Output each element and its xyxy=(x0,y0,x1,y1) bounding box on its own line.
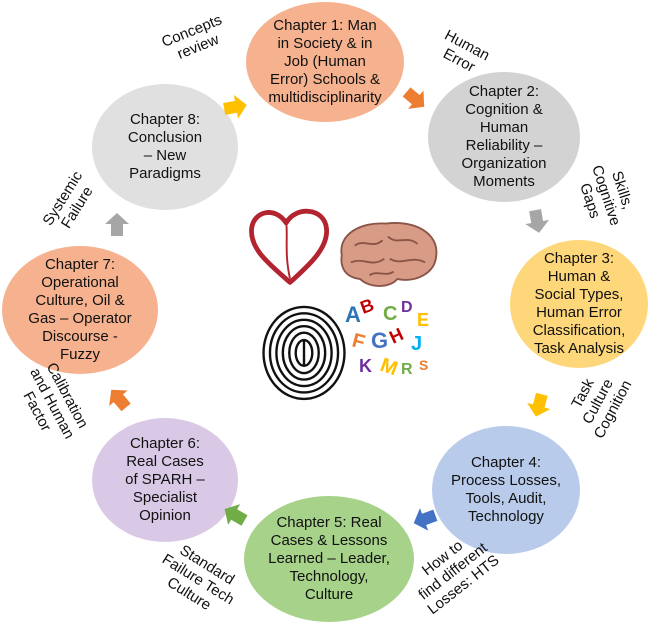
svg-text:S: S xyxy=(419,357,428,373)
svg-text:G: G xyxy=(371,328,388,353)
svg-text:M: M xyxy=(377,354,400,380)
chapter-7-node: Chapter 7: Operational Culture, Oil & Ga… xyxy=(2,246,158,374)
arrow-7-to-8-icon xyxy=(105,213,129,236)
svg-text:F: F xyxy=(350,330,367,354)
chapter-3-text: Chapter 3: Human & Social Types, Human E… xyxy=(532,250,626,357)
letters-icon: A B C D E F G H J K M R S xyxy=(345,295,429,381)
chapter-7-text: Chapter 7: Operational Culture, Oil & Ga… xyxy=(28,256,132,363)
heart-icon xyxy=(249,208,329,285)
svg-text:D: D xyxy=(401,299,413,316)
svg-text:C: C xyxy=(383,303,397,325)
label-systemic-failure: Systemic Failure xyxy=(39,168,97,232)
svg-text:B: B xyxy=(358,295,377,318)
arrow-3-to-4-icon xyxy=(527,392,551,417)
chapter-3-node: Chapter 3: Human & Social Types, Human E… xyxy=(510,240,648,368)
svg-text:J: J xyxy=(411,333,422,355)
arrow-5-to-6-icon xyxy=(224,504,248,526)
arrow-4-to-5-icon xyxy=(413,508,438,531)
chapter-6-node: Chapter 6: Real Cases of SPARH – Special… xyxy=(92,418,238,542)
label-concepts-review: Concepts review xyxy=(159,11,225,63)
chapter-1-node: Chapter 1: Man in Society & in Job (Huma… xyxy=(246,2,404,122)
svg-text:H: H xyxy=(386,324,406,348)
chapter-5-node: Chapter 5: Real Cases & Lessons Learned … xyxy=(244,496,414,622)
label-skills-gaps: Skills, Cognitive Gaps xyxy=(576,163,637,228)
chapter-5-text: Chapter 5: Real Cases & Lessons Learned … xyxy=(268,514,390,603)
chapter-6-text: Chapter 6: Real Cases of SPARH – Special… xyxy=(125,435,205,524)
fingerprint-icon xyxy=(262,305,346,401)
chapter-1-text: Chapter 1: Man in Society & in Job (Huma… xyxy=(268,17,382,106)
svg-text:R: R xyxy=(401,361,413,378)
arrow-1-to-2-icon xyxy=(402,87,425,109)
chapter-2-node: Chapter 2: Cognition & Human Reliability… xyxy=(428,72,580,202)
chapter-8-text: Chapter 8: Conclusion – New Paradigms xyxy=(127,111,203,182)
chapter-8-node: Chapter 8: Conclusion – New Paradigms xyxy=(92,84,238,210)
arrow-2-to-3-icon xyxy=(525,209,549,233)
chapter-4-text: Chapter 4: Process Losses, Tools, Audit,… xyxy=(450,454,562,525)
label-human-error: Human Error xyxy=(440,26,493,76)
chapter-4-node: Chapter 4: Process Losses, Tools, Audit,… xyxy=(432,426,580,554)
label-standard-failure: Standard Failure Tech Culture xyxy=(158,541,238,614)
svg-text:K: K xyxy=(359,356,372,376)
brain-icon xyxy=(340,222,438,287)
svg-text:E: E xyxy=(417,310,429,330)
chapter-2-text: Chapter 2: Cognition & Human Reliability… xyxy=(461,83,547,190)
arrow-6-to-7-icon xyxy=(109,389,131,412)
svg-text:A: A xyxy=(345,302,361,327)
arrow-8-to-1-icon xyxy=(223,95,247,119)
